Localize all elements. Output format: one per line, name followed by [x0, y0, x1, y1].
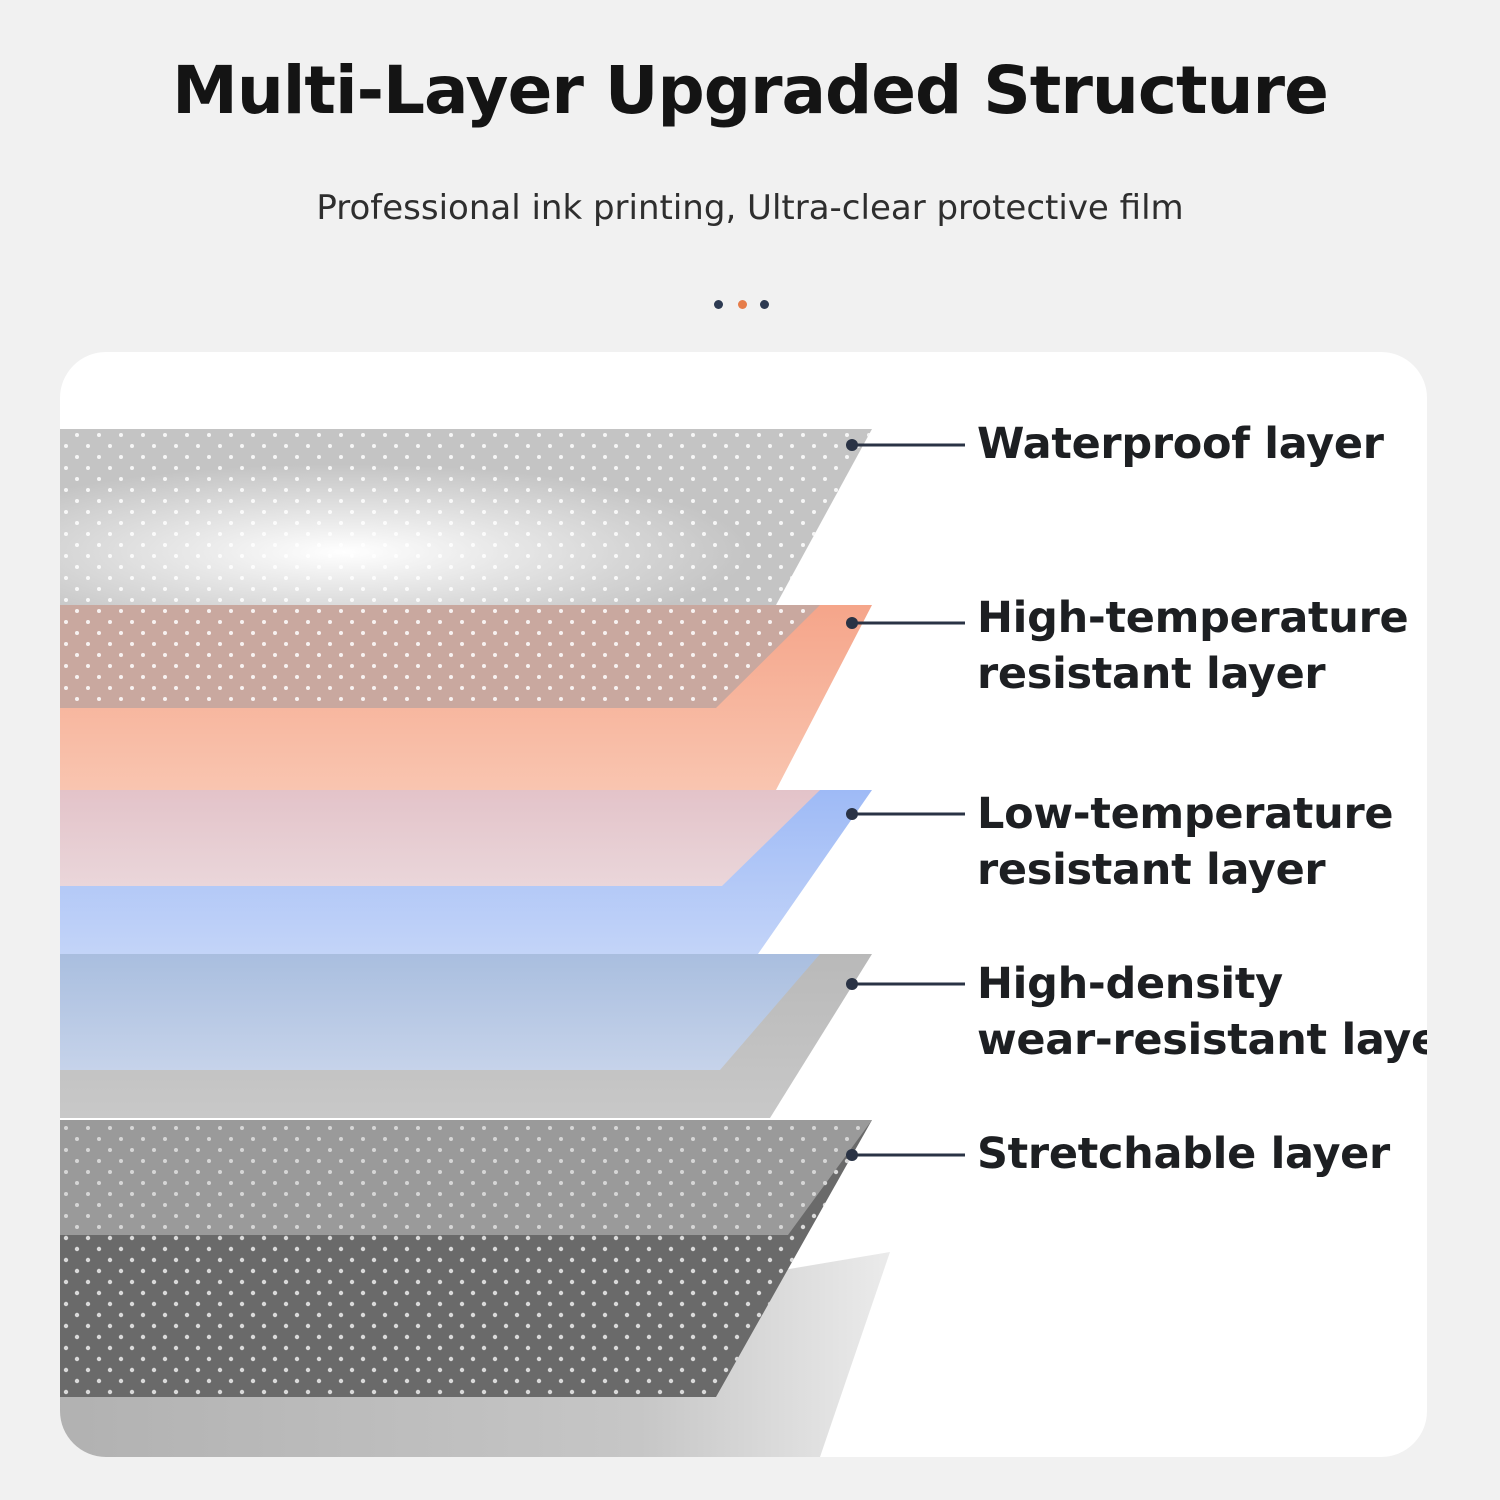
dot-1: [714, 300, 723, 309]
label-line: wear-resistant layer: [977, 1015, 1427, 1065]
high-density-layer-top: [60, 954, 820, 1070]
high-temperature-layer-top: [60, 605, 820, 708]
layer-stack-diagram: [60, 429, 965, 1457]
label-line: Waterproof layer: [977, 419, 1384, 469]
label-line: Stretchable layer: [977, 1129, 1390, 1179]
label-low-temperature-layer: Low-temperature resistant layer: [977, 786, 1394, 898]
decorative-dots: [714, 300, 774, 312]
connector-dot: [846, 617, 858, 629]
label-line: Low-temperature: [977, 789, 1394, 839]
label-line: resistant layer: [977, 845, 1326, 895]
connector-lines: [846, 439, 965, 1161]
connector-dot: [846, 439, 858, 451]
page-title: Multi-Layer Upgraded Structure: [172, 52, 1329, 129]
label-high-temperature-layer: High-temperature resistant layer: [977, 590, 1409, 702]
dot-2: [738, 300, 747, 309]
label-line: High-density: [977, 959, 1283, 1009]
stretchable-layer-top: [60, 1120, 872, 1235]
label-line: resistant layer: [977, 649, 1326, 699]
connector-dot: [846, 978, 858, 990]
label-high-density-layer: High-density wear-resistant layer: [977, 956, 1427, 1068]
connector-dot: [846, 808, 858, 820]
low-temperature-layer-top: [60, 790, 820, 886]
label-waterproof-layer: Waterproof layer: [977, 416, 1384, 472]
dot-3: [760, 300, 769, 309]
diagram-card: Waterproof layer High-temperature resist…: [60, 352, 1427, 1457]
waterproof-layer-sheet: [60, 429, 872, 605]
label-line: High-temperature: [977, 593, 1409, 643]
page-subtitle: Professional ink printing, Ultra-clear p…: [316, 188, 1184, 228]
connector-dot: [846, 1149, 858, 1161]
label-stretchable-layer: Stretchable layer: [977, 1126, 1390, 1182]
